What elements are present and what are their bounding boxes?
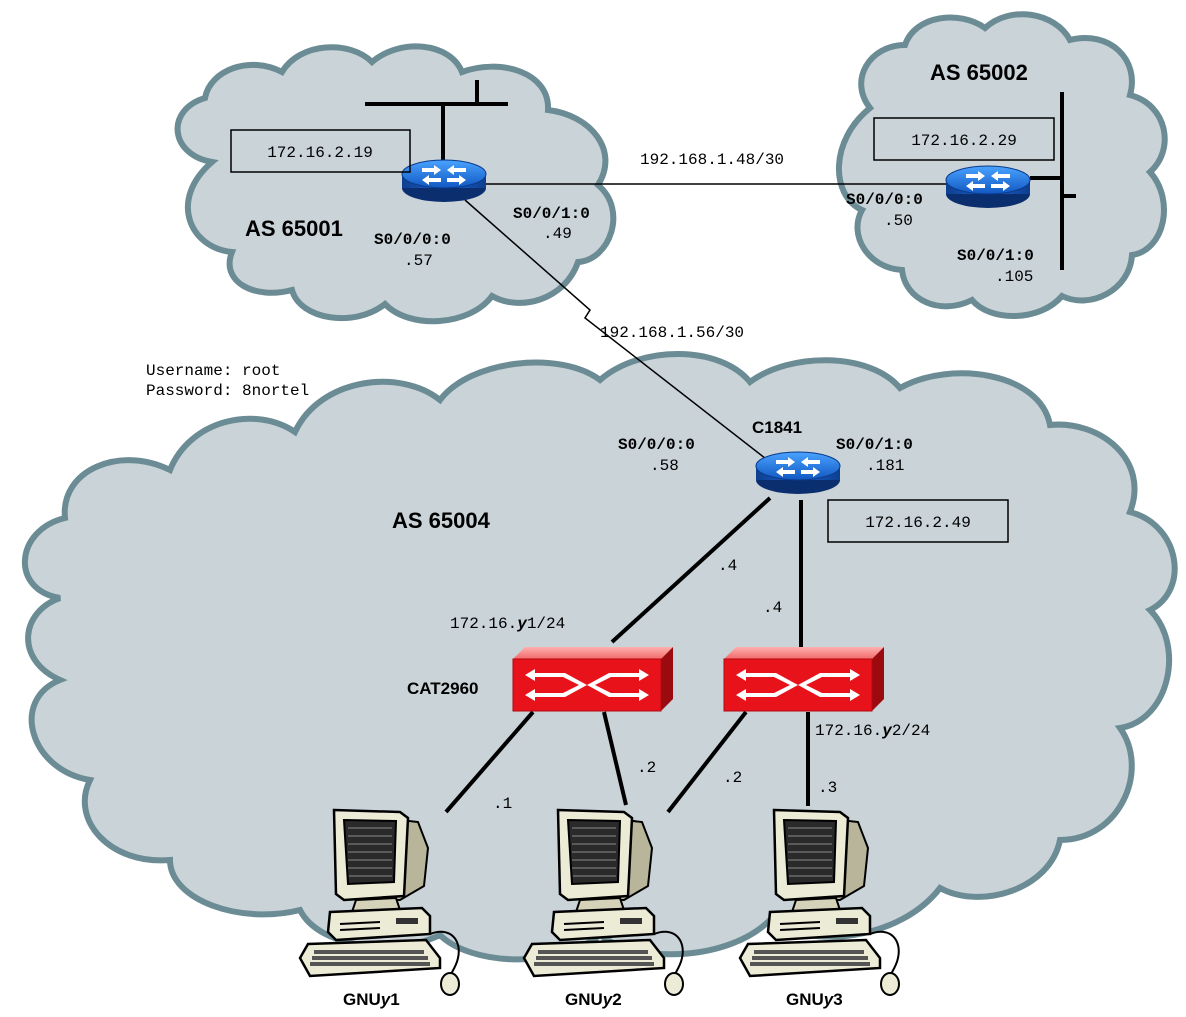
network-r1-r2: 192.168.1.48/30 xyxy=(640,151,784,169)
router-c1841-icon[interactable] xyxy=(755,451,841,495)
r2-s010-ip: .105 xyxy=(995,268,1033,286)
r2-s000-ip: .50 xyxy=(884,212,913,230)
pc-label-gnu2: GNUy2 xyxy=(565,990,622,1009)
router-as65002-icon[interactable] xyxy=(945,165,1031,209)
cloud-as65001 xyxy=(174,43,617,325)
r2-s010-label: S0/0/1:0 xyxy=(957,247,1034,265)
router-id-r2: 172.16.2.29 xyxy=(911,132,1017,150)
r1-s000-ip: .57 xyxy=(404,252,433,270)
link-sw2-pc2 xyxy=(666,710,748,814)
pc-label-gnu1: GNUy1 xyxy=(343,990,400,1009)
ip-pc3: .3 xyxy=(818,779,837,797)
username-text: Username: root xyxy=(146,362,280,380)
router-c1841-label: C1841 xyxy=(752,418,802,437)
router-as65001-icon[interactable] xyxy=(401,159,487,203)
as65002-label: AS 65002 xyxy=(930,60,1028,85)
as65004-label: AS 65004 xyxy=(392,508,491,533)
router-id-box-r2 xyxy=(873,117,1055,161)
subnet-sw2: 172.16.y2/24 xyxy=(815,722,930,740)
switch-2-icon[interactable] xyxy=(723,646,885,712)
r1-s010-ip: .49 xyxy=(543,225,572,243)
router-id-box-r1 xyxy=(230,129,411,173)
r2-s000-label: S0/0/0:0 xyxy=(846,191,923,209)
link-sw1-pc2 xyxy=(602,711,628,806)
r4-s000-ip: .58 xyxy=(650,457,679,475)
r1-s000-label: S0/0/0:0 xyxy=(374,231,451,249)
ip-r4-sw2: .4 xyxy=(763,599,782,617)
r4-s010-label: S0/0/1:0 xyxy=(836,436,913,454)
password-text: Password: 8nortel xyxy=(146,382,309,400)
ip-pc1: .1 xyxy=(493,795,512,813)
link-r4-sw1 xyxy=(610,496,772,644)
cloud-as65002 xyxy=(836,11,1168,319)
ip-pc2-sw1: .2 xyxy=(637,759,656,777)
router-id-r1: 172.16.2.19 xyxy=(267,144,373,162)
pc-label-gnu3: GNUy3 xyxy=(786,990,843,1009)
router-id-r4: 172.16.2.49 xyxy=(865,514,971,532)
link-sw1-pc1 xyxy=(444,710,535,814)
as65001-label: AS 65001 xyxy=(245,216,343,241)
subnet-sw1: 172.16.y1/24 xyxy=(450,615,565,633)
r4-s010-ip: .181 xyxy=(866,457,904,475)
ip-r4-sw1: .4 xyxy=(718,557,737,575)
r1-s010-label: S0/0/1:0 xyxy=(513,205,590,223)
switch-cat2960-icon[interactable] xyxy=(512,646,674,712)
switch-cat2960-label: CAT2960 xyxy=(407,679,479,698)
network-r1-r4: 192.168.1.56/30 xyxy=(600,324,744,342)
ip-pc2-sw2: .2 xyxy=(723,769,742,787)
router-id-box-r4 xyxy=(827,499,1009,543)
r4-s000-label: S0/0/0:0 xyxy=(618,436,695,454)
link-r1-r4 xyxy=(464,199,771,463)
